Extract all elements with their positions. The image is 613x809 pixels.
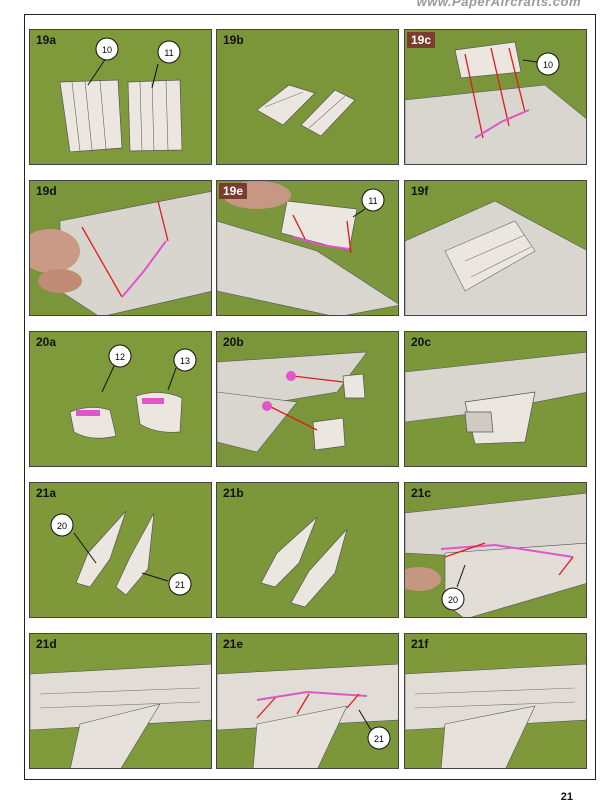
step-19b-illustration [217,30,398,164]
step-21c-illustration: 20 [405,483,586,617]
step-photo-21a: 20 21 21a [29,482,212,618]
step-20a-illustration: 12 13 [30,332,211,466]
step-label-highlighted: 19c [407,32,436,48]
step-label: 19f [411,184,429,198]
step-photo-20c: 20c [404,331,587,467]
step-photo-20b: 20b [216,331,399,467]
step-label: 21b [223,486,244,500]
step-label: 20a [36,335,57,349]
part-callout-12: 12 [115,352,125,362]
step-19e-illustration: 11 [217,181,398,315]
part-callout-10: 10 [543,60,553,70]
part-callout-21: 21 [374,734,384,744]
step-21b-illustration [217,483,398,617]
step-photo-19e: 11 19e [216,180,399,316]
step-21a-illustration: 20 21 [30,483,211,617]
step-photo-19d: 19d [29,180,212,316]
step-photo-19f: 19f [404,180,587,316]
step-label: 21c [411,486,432,500]
step-photo-19b: 19b [216,29,399,165]
step-19c-illustration: 10 [405,30,586,164]
step-label-highlighted: 19e [219,183,248,199]
part-callout-21: 21 [175,580,185,590]
step-label: 21e [223,637,244,651]
step-photo-19c: 10 19c [404,29,587,165]
step-photo-21e: 21 21e [216,633,399,769]
step-label: 21a [36,486,57,500]
step-19d-illustration [30,181,211,315]
step-photo-21d: 21d [29,633,212,769]
step-label: 20b [223,335,244,349]
part-callout-20: 20 [57,521,67,531]
step-21e-illustration: 21 [217,634,398,768]
step-photo-19a: 10 11 19a [29,29,212,165]
part-callout-11: 11 [368,196,377,206]
step-photo-21f: 21f [404,633,587,769]
step-20b-illustration [217,332,398,466]
step-label: 19d [36,184,57,198]
step-photo-21b: 21b [216,482,399,618]
step-photo-20a: 12 13 20a [29,331,212,467]
part-callout-20: 20 [448,595,458,605]
step-21f-illustration [405,634,586,768]
step-19a-illustration: 10 11 [30,30,211,164]
step-20c-illustration [405,332,586,466]
part-callout-11: 11 [164,48,173,58]
site-url: www.PaperAircrafts.com [416,0,581,9]
step-label: 21d [36,637,57,651]
step-21d-illustration [30,634,211,768]
step-19f-illustration [405,181,586,315]
page-number: 21 [560,791,573,803]
step-label: 20c [411,335,432,349]
step-label: 19a [36,33,57,47]
instruction-page-frame [24,14,596,780]
part-callout-13: 13 [180,356,190,366]
part-callout-10: 10 [102,45,112,55]
step-label: 19b [223,33,244,47]
step-photo-21c: 20 21c [404,482,587,618]
step-label: 21f [411,637,429,651]
